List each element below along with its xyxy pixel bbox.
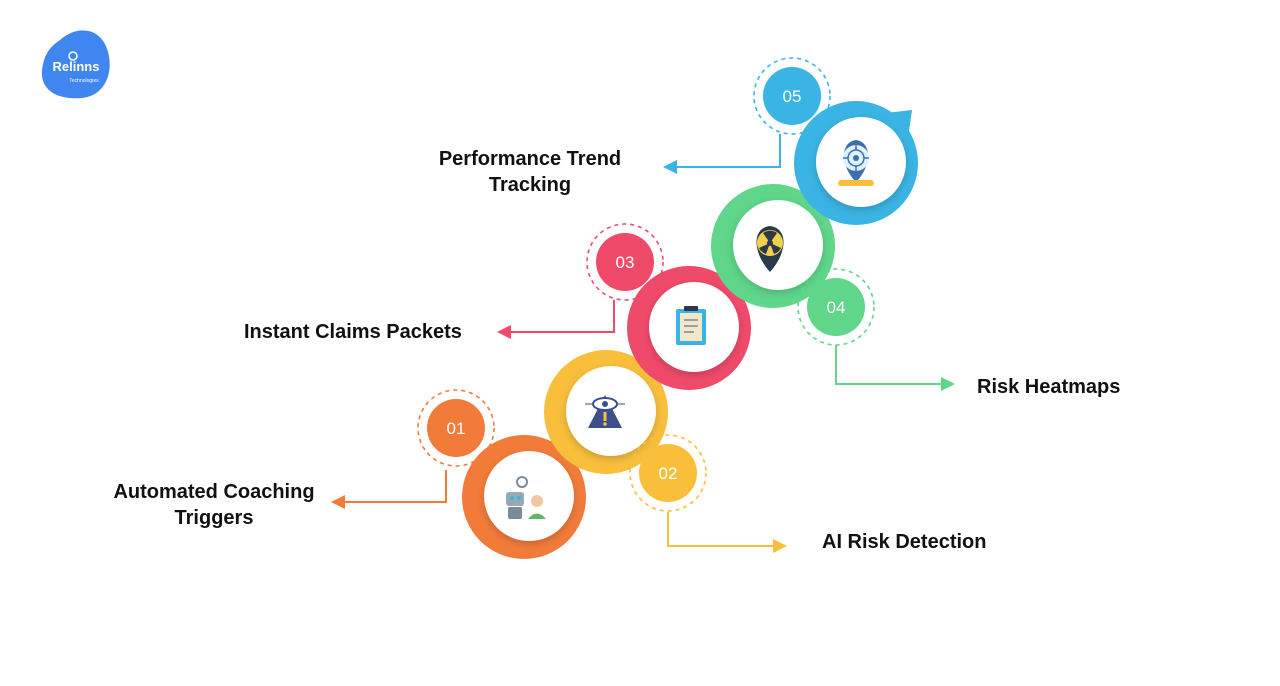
step-04-badge: 04	[797, 268, 875, 346]
lightbulb-icon	[68, 51, 78, 61]
step-03-label: Instant Claims Packets	[244, 319, 462, 345]
step-04-ring	[711, 184, 835, 308]
connector-02	[667, 512, 787, 553]
step-01-number: 01	[447, 419, 466, 438]
logo-tagline-text: Technologies	[69, 78, 99, 84]
step-05-number: 05	[783, 87, 802, 106]
step-05-ring	[794, 101, 918, 225]
connector-05	[663, 134, 781, 174]
step-03-ring	[627, 266, 751, 390]
step-04-number: 04	[827, 298, 846, 317]
step-03-label-text: Instant Claims Packets	[244, 321, 462, 343]
step-03-badge: 03	[586, 223, 664, 301]
connector-01	[331, 470, 447, 509]
step-04-label: Risk Heatmaps	[977, 374, 1120, 400]
step-02-badge: 02	[629, 434, 707, 512]
robot-and-person-icon	[506, 476, 546, 519]
company-logo: Relinns Technologies	[41, 30, 110, 99]
connector-04	[835, 345, 955, 391]
target-map-pin-icon	[838, 140, 874, 186]
step-04-label-text: Risk Heatmaps	[977, 376, 1121, 398]
radiation-map-pin-icon	[756, 226, 784, 272]
logo-blob	[41, 30, 110, 99]
connector-03	[497, 300, 615, 339]
eye-warning-triangle-icon	[585, 395, 625, 428]
step-03-number: 03	[616, 253, 635, 272]
step-02-label: AI Risk Detection	[822, 529, 986, 555]
step-01-label-line1: Automated Coaching	[113, 481, 315, 503]
step-02-label-text: AI Risk Detection	[822, 531, 987, 553]
step-01-label-line2: Triggers	[174, 507, 254, 529]
step-05-label-line1: Performance Trend	[438, 148, 622, 170]
step-05-label: Performance Trend Tracking	[410, 146, 650, 198]
step-01-label: Automated Coaching Triggers	[98, 479, 330, 531]
step-05-badge: 05	[753, 57, 831, 135]
logo-brand-text: Relinns	[53, 59, 100, 74]
document-folder-icon	[676, 306, 706, 345]
step-05-label-line2: Tracking	[488, 174, 572, 196]
step-01-badge: 01	[417, 389, 495, 467]
step-02-number: 02	[659, 464, 678, 483]
